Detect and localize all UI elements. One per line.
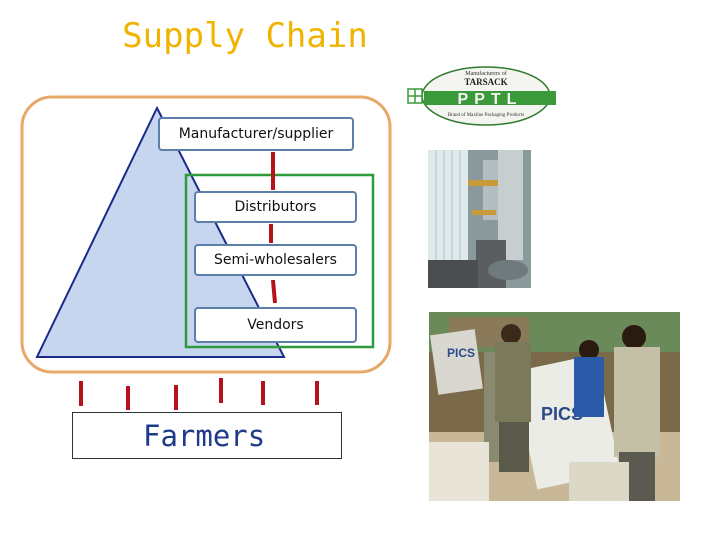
pptl-logo: Manufacturers of TARSACK PPTL Brand of M… [406,65,558,127]
photo-bag-label-1: PICS [447,346,475,360]
slide-title: Supply Chain [122,16,368,56]
photo-bag-label-2: PICS [541,404,583,424]
factory-photo [428,150,531,288]
logo-name: PPTL [458,91,523,108]
inner-boundary [184,173,375,349]
arrow-semi-to-vend [271,279,277,304]
farmers-box: Farmers [72,412,342,459]
vendors-box: Vendors [194,307,357,343]
distributors-box: Distributors [194,191,357,223]
semi-wholesalers-box: Semi-wholesalers [194,244,357,276]
logo-brand: TARSACK [464,77,507,87]
market-photo: PICS PICS [429,312,680,501]
logo-tagline: Brand of Maxline Packaging Products [448,113,524,118]
supply-pyramid [35,105,286,358]
manufacturer-box: Manufacturer/supplier [158,117,354,151]
outer-boundary [20,95,392,374]
logo-top-text: Manufacturers of [465,70,506,77]
